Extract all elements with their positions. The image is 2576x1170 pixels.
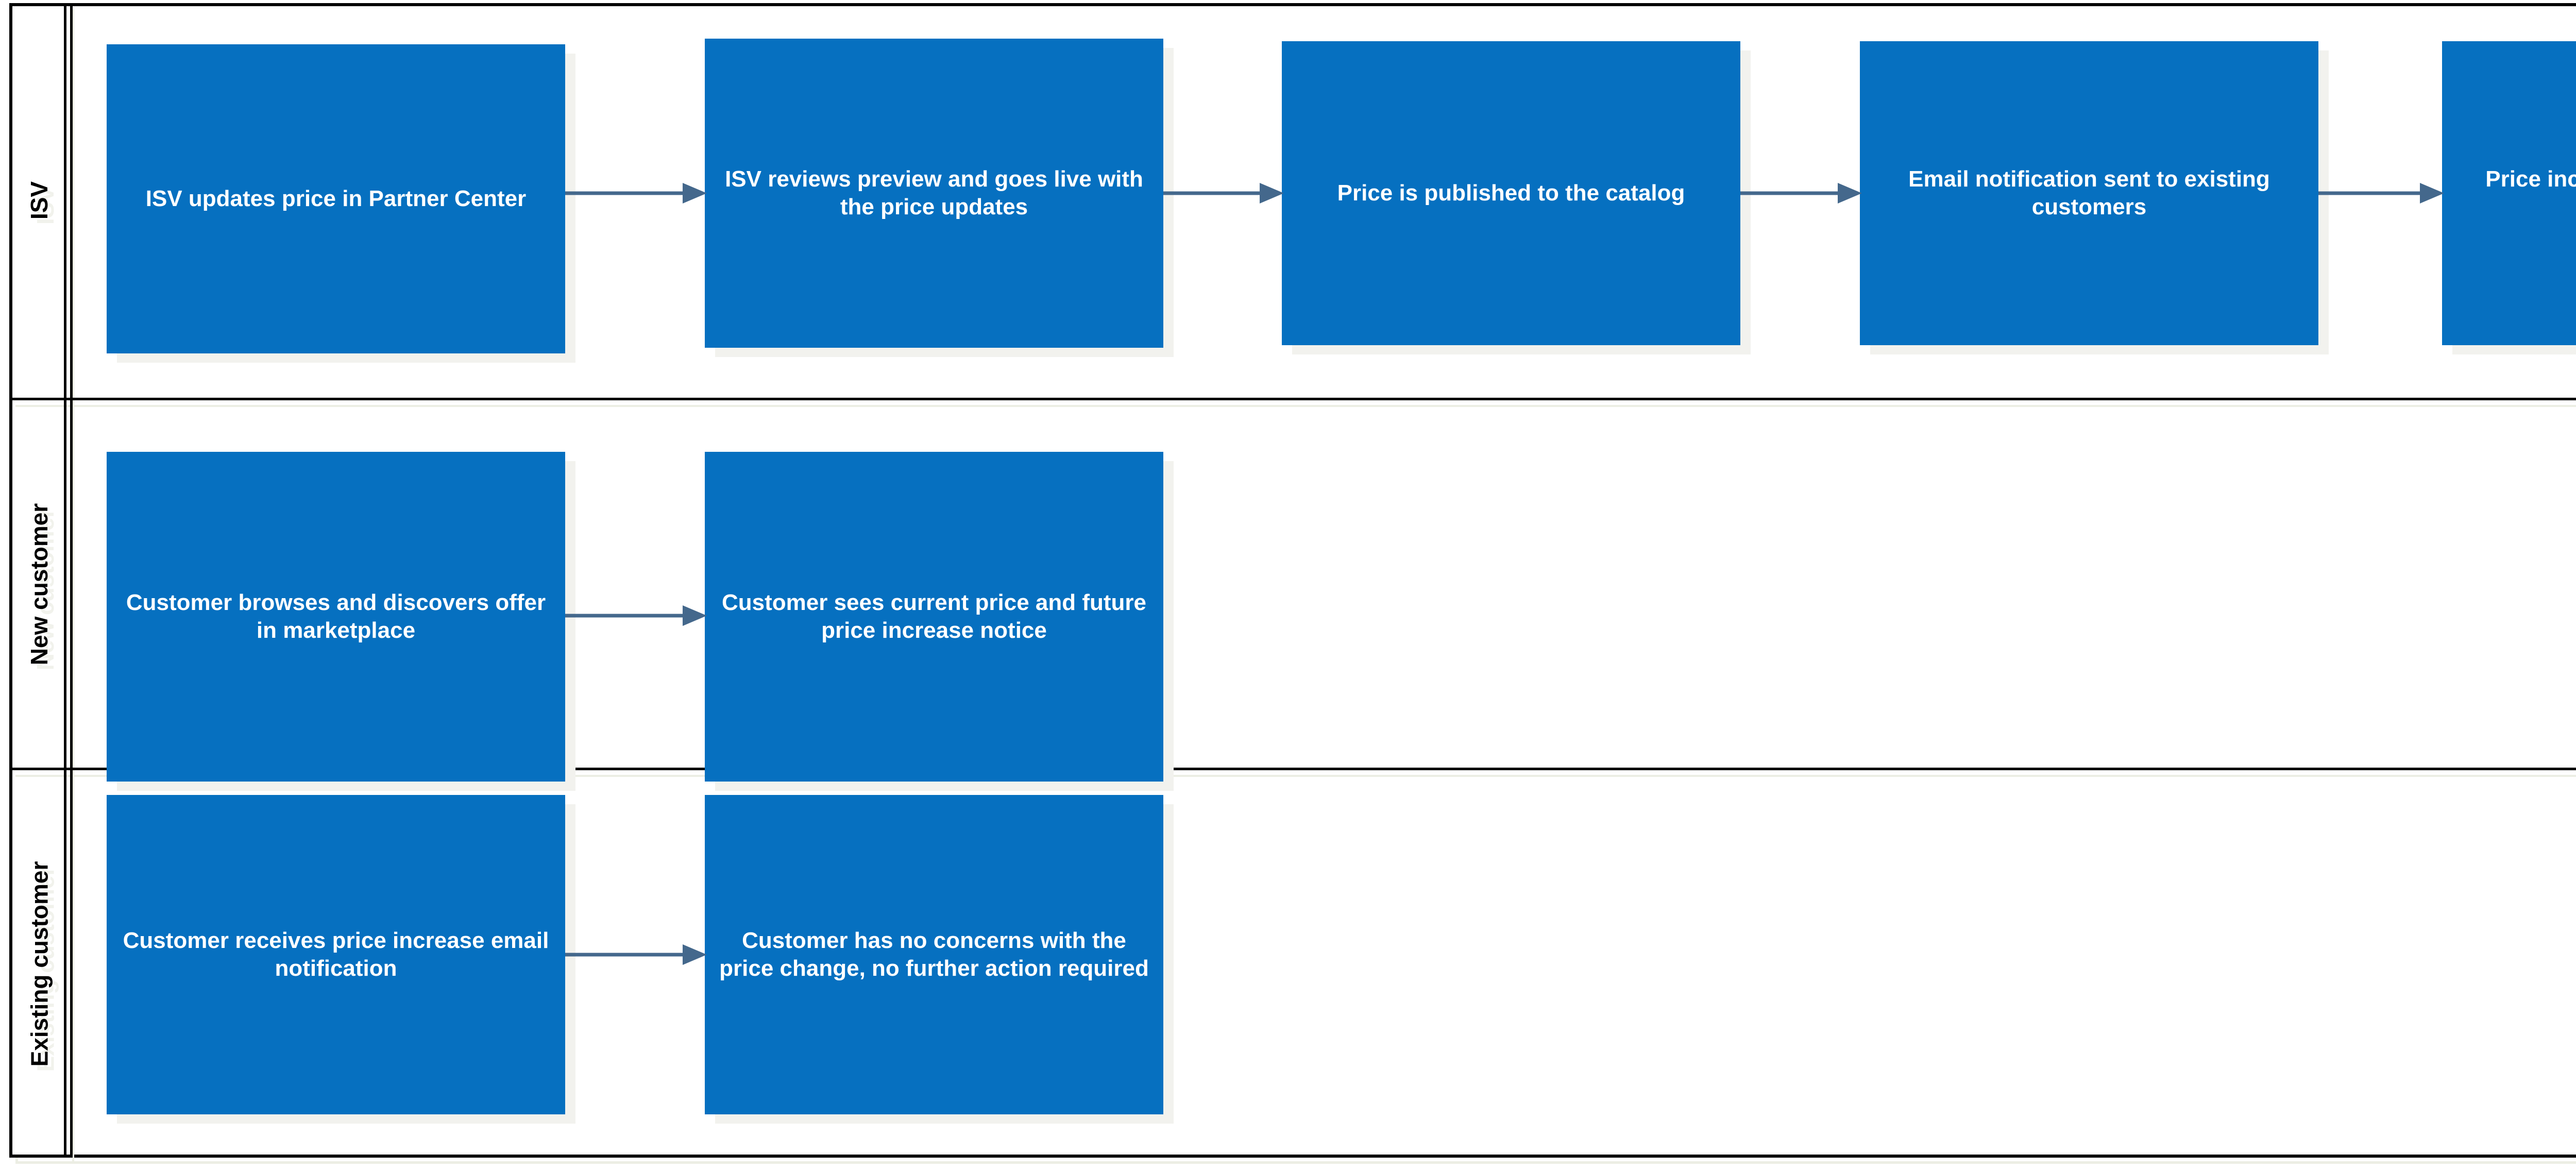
connector-exist-1-to-exist-2	[565, 944, 707, 965]
node-label: Price increase notice displayed on marke…	[2485, 166, 2576, 192]
lane-separator-1	[9, 398, 2576, 400]
lane-label-new-customer-text: New customer	[26, 503, 53, 665]
label-column-divider-outer	[70, 3, 73, 1158]
node-label: Customer browses and discovers offer in …	[126, 590, 546, 643]
connector-isv-2-to-isv-3	[1163, 183, 1284, 204]
node-isv-updates-price[interactable]: ISV updates price in Partner Center	[107, 44, 565, 353]
node-customer-receives-price-email[interactable]: Customer receives price increase email n…	[107, 795, 565, 1114]
node-label: ISV reviews preview and goes live with t…	[725, 166, 1143, 219]
node-label: Customer has no concerns with the price …	[719, 928, 1149, 981]
node-label: ISV updates price in Partner Center	[145, 186, 527, 211]
connector-new-1-to-new-2	[565, 605, 707, 626]
connector-isv-3-to-isv-4	[1740, 183, 1862, 204]
node-price-increase-notice-marketplace[interactable]: Price increase notice displayed on marke…	[2442, 41, 2576, 345]
node-isv-reviews-preview[interactable]: ISV reviews preview and goes live with t…	[705, 39, 1163, 348]
node-label: Customer sees current price and future p…	[721, 590, 1146, 643]
node-label: Customer receives price increase email n…	[123, 928, 549, 981]
label-column-divider-shadow	[72, 9, 74, 1164]
lane-label-isv: ISV ISV	[12, 3, 66, 398]
lane-separator-1-shadow	[15, 405, 2576, 407]
node-customer-sees-current-price[interactable]: Customer sees current price and future p…	[705, 452, 1163, 782]
lane-label-existing-customer-text: Existing customer	[26, 861, 53, 1067]
node-customer-browses-discovers[interactable]: Customer browses and discovers offer in …	[107, 452, 565, 782]
label-column-divider-inner	[64, 3, 66, 1158]
node-label: Price is published to the catalog	[1337, 180, 1685, 206]
node-label: Email notification sent to existing cust…	[1908, 166, 2270, 219]
lane-label-existing-customer: Existing customer Existing customer	[12, 770, 66, 1158]
node-price-published-catalog[interactable]: Price is published to the catalog	[1282, 41, 1740, 345]
connector-isv-4-to-isv-5	[2318, 183, 2444, 204]
connector-isv-1-to-isv-2	[565, 183, 707, 204]
lane-separator-2-shadow	[15, 775, 2576, 777]
node-customer-no-concerns[interactable]: Customer has no concerns with the price …	[705, 795, 1163, 1114]
lane-label-new-customer: New customer New customer	[12, 400, 66, 768]
lane-label-isv-text: ISV	[26, 181, 53, 220]
lane-separator-2	[9, 768, 2576, 770]
node-email-notification-sent[interactable]: Email notification sent to existing cust…	[1860, 41, 2318, 345]
